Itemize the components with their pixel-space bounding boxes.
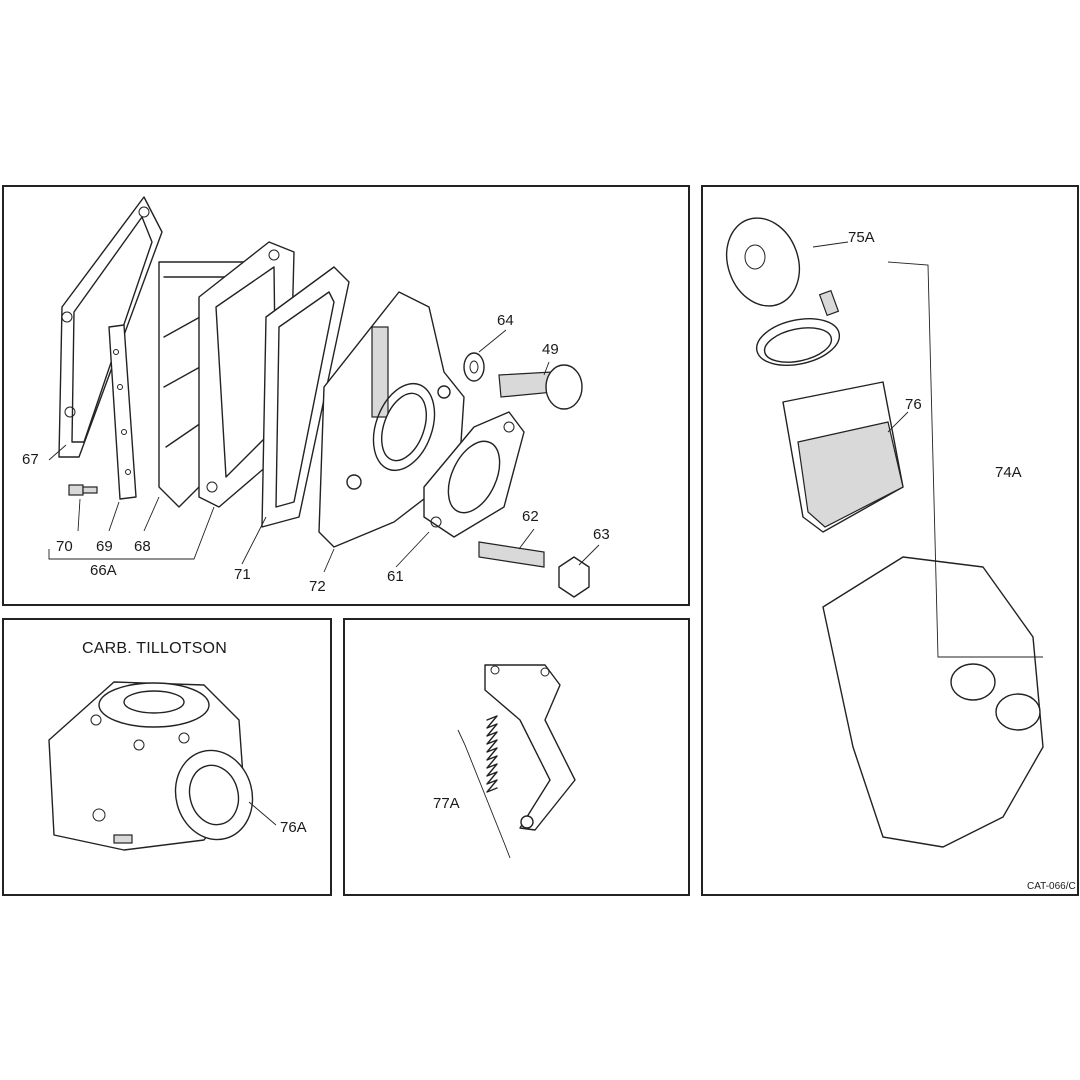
callout-77a: 77A	[433, 795, 460, 812]
carburetor-illustration	[48, 681, 277, 851]
air-filter-panel: 75A 76 74A CAT-066/C	[701, 185, 1079, 896]
leader-bracket-77a	[457, 729, 511, 859]
carburetor-body	[48, 681, 254, 851]
bracket-74a	[887, 261, 1043, 658]
callout-76a: 76A	[280, 819, 307, 836]
reed-petal-69	[108, 324, 137, 500]
callout-49: 49	[542, 341, 559, 358]
screw-70	[68, 484, 98, 496]
callout-69: 69	[96, 538, 113, 555]
leader-line-76a	[248, 801, 277, 826]
airbox-housing	[822, 556, 1044, 848]
reed-valve-illustration	[48, 196, 600, 598]
air-filter-illustration	[725, 217, 1044, 848]
filter-element-76	[782, 381, 904, 533]
reed-valve-panel: 67 70 69 68 66A 71 72 61 62 63 64 49	[2, 185, 690, 606]
hose-clamp	[755, 318, 841, 366]
gasket-61	[423, 411, 525, 538]
catalog-code: CAT-066/C	[1027, 881, 1076, 892]
callout-70: 70	[56, 538, 73, 555]
panel-title: CARB. TILLOTSON	[82, 640, 227, 657]
screw-75a	[818, 289, 840, 317]
callout-75a: 75A	[848, 229, 875, 246]
nut-63	[558, 556, 590, 598]
leader-line-76	[887, 411, 909, 433]
leader-line-75a	[812, 241, 849, 248]
bolt-49	[498, 364, 583, 410]
return-spring	[486, 715, 498, 793]
carburetor-panel: CARB. TILLOTSON 76A	[2, 618, 332, 896]
throttle-bracket-panel: 77A	[343, 618, 690, 896]
callout-67: 67	[22, 451, 39, 468]
callout-62: 62	[522, 508, 539, 525]
washer-64	[463, 352, 485, 382]
callout-63: 63	[593, 526, 610, 543]
callout-66a: 66A	[90, 562, 117, 579]
callout-64: 64	[497, 312, 514, 329]
leader-lines	[48, 329, 600, 573]
filter-cap-75a	[725, 217, 801, 307]
callout-74a: 74A	[995, 464, 1022, 481]
bracket	[484, 664, 576, 831]
callout-68: 68	[134, 538, 151, 555]
stud-62	[478, 541, 545, 568]
callout-71: 71	[234, 566, 251, 583]
callout-76: 76	[905, 396, 922, 413]
throttle-bracket-illustration	[457, 664, 576, 859]
callout-61: 61	[387, 568, 404, 585]
callout-72: 72	[309, 578, 326, 595]
